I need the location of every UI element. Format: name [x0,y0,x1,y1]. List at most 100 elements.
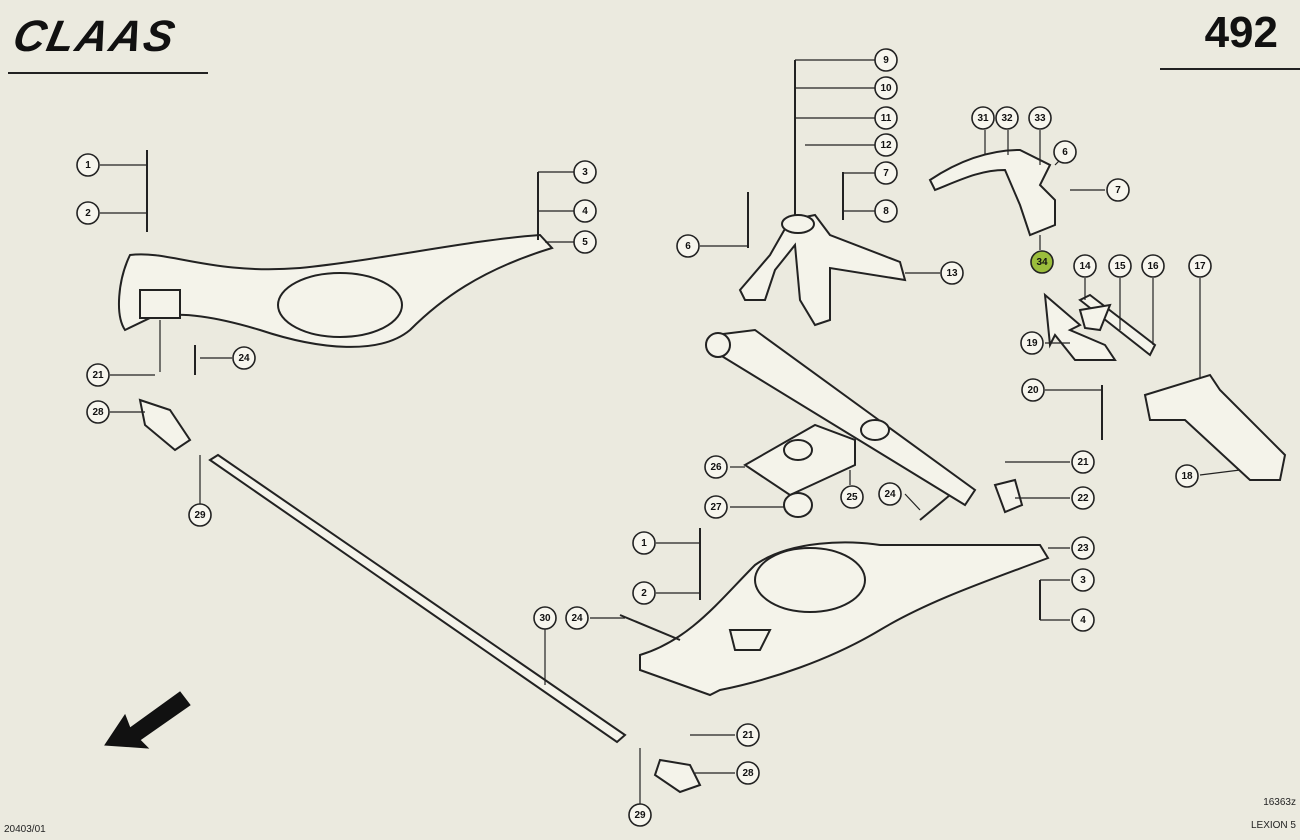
lower-control-arm [639,541,1050,697]
callout-1: 1 [632,531,656,555]
callout-26: 26 [704,455,728,479]
bolt-24-right [919,494,951,521]
callout-14: 14 [1073,254,1097,278]
ball-joint-22 [993,478,1024,514]
callout-circle [676,234,700,258]
callout-number: 3 [582,167,588,178]
callout-number: 1 [85,160,91,171]
callout-6: 6 [1053,140,1077,164]
callout-circle [874,106,898,130]
callout-circle [874,161,898,185]
callout-number: 6 [1062,147,1068,158]
callout-number: 33 [1034,113,1046,124]
callout-number: 21 [92,370,104,381]
callout-circle [1020,331,1044,355]
callout-circle [736,761,760,785]
callout-24: 24 [878,482,902,506]
callout-circle [565,606,589,630]
callout-number: 18 [1181,471,1193,482]
callout-circle [874,133,898,157]
callout-24: 24 [232,346,256,370]
callout-number: 6 [685,241,691,252]
callout-number: 24 [884,489,896,500]
callout-1: 1 [76,153,100,177]
callout-2: 2 [632,581,656,605]
callout-circle [995,106,1019,130]
callout-number: 22 [1077,493,1089,504]
callout-circle [86,400,110,424]
callout-3: 3 [1071,568,1095,592]
cylinder-bracket [743,423,856,518]
callout-number: 8 [883,206,889,217]
callout-number: 5 [582,237,588,248]
callout-34: 34 [1030,250,1054,274]
callout-circle [874,199,898,223]
bolt-24-center [619,614,681,641]
callout-7: 7 [874,161,898,185]
callout-4: 4 [573,199,597,223]
callout-circle [971,106,995,130]
callout-circle [1106,178,1130,202]
callout-circle [1028,106,1052,130]
callout-circle [1071,568,1095,592]
callout-circle [874,76,898,100]
callout-11: 11 [874,106,898,130]
callout-number: 20 [1027,385,1039,396]
callout-6: 6 [676,234,700,258]
callout-circle [940,261,964,285]
callout-number: 7 [1115,185,1121,196]
callout-31: 31 [971,106,995,130]
callout-number: 32 [1001,113,1013,124]
callout-18: 18 [1175,464,1199,488]
footer-model: LEXION 5 [1250,820,1296,831]
callout-circle [76,153,100,177]
callout-circle [533,606,557,630]
callout-circle [1141,254,1165,278]
callout-number: 10 [880,83,892,94]
callout-circle [232,346,256,370]
callout-circle [1071,608,1095,632]
callout-3: 3 [573,160,597,184]
callout-circle [573,230,597,254]
callout-circle [1073,254,1097,278]
callout-number: 31 [977,113,989,124]
callout-number: 24 [238,353,250,364]
callout-circle [1175,464,1199,488]
callout-circle [704,495,728,519]
page-number: 492 [1204,8,1278,57]
callout-33: 33 [1028,106,1052,130]
callout-number: 16 [1147,261,1159,272]
callout-22: 22 [1071,486,1095,510]
callout-24: 24 [565,606,589,630]
callout-circle [840,485,864,509]
callout-number: 25 [846,492,858,503]
callout-circle [188,503,212,527]
callout-number: 34 [1036,257,1048,268]
callout-number: 2 [85,208,91,219]
callout-circle [632,531,656,555]
support-bracket-17 [1143,373,1287,481]
callout-circle [1108,254,1132,278]
callout-12: 12 [874,133,898,157]
callout-number: 13 [946,268,958,279]
callout-number: 9 [883,55,889,66]
callout-17: 17 [1188,254,1212,278]
callout-circle [632,581,656,605]
callout-number: 21 [1077,457,1089,468]
callout-number: 19 [1026,338,1038,349]
callout-13: 13 [940,261,964,285]
callout-number: 14 [1079,261,1091,272]
callout-number: 15 [1114,261,1126,272]
callout-number: 28 [92,407,104,418]
footer-left-code: 20403/01 [4,824,46,835]
callout-30: 30 [533,606,557,630]
callout-circle [86,363,110,387]
callout-number: 12 [880,140,892,151]
callout-circle [1071,450,1095,474]
callout-29: 29 [188,503,212,527]
callout-number: 26 [710,462,722,473]
callout-circle [1030,250,1054,274]
callout-number: 7 [883,168,889,179]
